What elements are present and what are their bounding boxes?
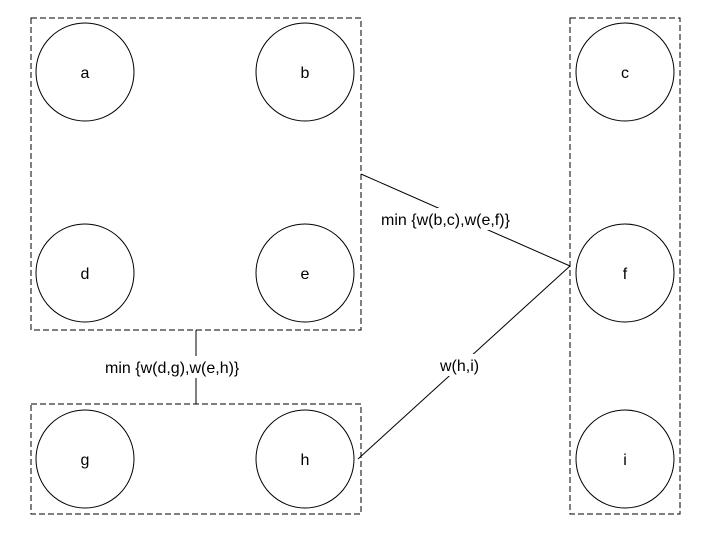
- node-a-label: a: [81, 65, 90, 82]
- edge-label-bg-h-f: [437, 354, 503, 376]
- node-i-label: i: [623, 452, 627, 469]
- edge-label-bg-abde-gh: [104, 356, 288, 378]
- node-g: [35, 409, 135, 509]
- node-i: [575, 409, 675, 509]
- node-c: [575, 22, 675, 122]
- edge-label-h-f: w(h,i): [439, 358, 479, 375]
- node-d-label: d: [81, 266, 90, 283]
- node-h: [255, 409, 355, 509]
- node-a: [35, 22, 135, 122]
- node-f: [575, 223, 675, 323]
- node-b-label: b: [301, 65, 310, 82]
- node-h-label: h: [301, 452, 310, 469]
- node-e-label: e: [301, 266, 310, 283]
- node-b: [255, 22, 355, 122]
- edge-label-bg-abde-f: [380, 208, 558, 230]
- node-e: [255, 223, 355, 323]
- node-c-label: c: [621, 65, 629, 82]
- edge-label-abde-f: min {w(b,c),w(e,f)}: [381, 212, 511, 229]
- node-d: [35, 223, 135, 323]
- node-f-label: f: [623, 266, 628, 283]
- edge-label-abde-gh: min {w(d,g),w(e,h)}: [105, 360, 240, 377]
- node-g-label: g: [81, 452, 90, 469]
